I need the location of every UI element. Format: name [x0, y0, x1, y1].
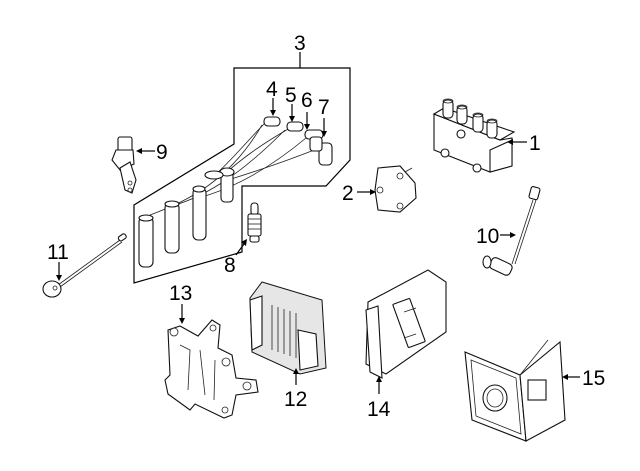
ecm-part	[249, 281, 327, 375]
callout-10[interactable]: 10	[476, 225, 499, 248]
callout-3[interactable]: 3	[294, 32, 306, 55]
callout-8[interactable]: 8	[224, 254, 236, 277]
callout-12[interactable]: 12	[284, 388, 307, 411]
callout-1[interactable]: 1	[529, 132, 541, 155]
callout-14[interactable]: 14	[367, 398, 391, 421]
cover-plate-part	[374, 165, 417, 213]
crank-sensor-part	[482, 186, 541, 276]
spark-plug-wires	[138, 116, 333, 268]
callout-9[interactable]: 9	[156, 141, 168, 164]
callout-2[interactable]: 2	[342, 182, 354, 205]
control-module-part	[365, 269, 447, 379]
ignition-coil-part	[432, 98, 516, 173]
module-mount-part	[464, 339, 566, 442]
callout-6[interactable]: 6	[301, 89, 313, 112]
sensor-connector-part	[111, 136, 137, 194]
knock-sensor-part	[42, 233, 127, 298]
wire-set-group-outline	[133, 52, 351, 284]
callout-11[interactable]: 11	[47, 241, 69, 264]
leader-lines	[56, 98, 580, 394]
callout-7[interactable]: 7	[318, 96, 330, 119]
spark-plug-part	[247, 202, 262, 243]
callout-5[interactable]: 5	[285, 84, 297, 107]
callout-4[interactable]: 4	[266, 78, 278, 101]
ecm-bracket-part	[164, 319, 259, 419]
callout-15[interactable]: 15	[582, 367, 605, 390]
callout-13[interactable]: 13	[169, 282, 192, 305]
